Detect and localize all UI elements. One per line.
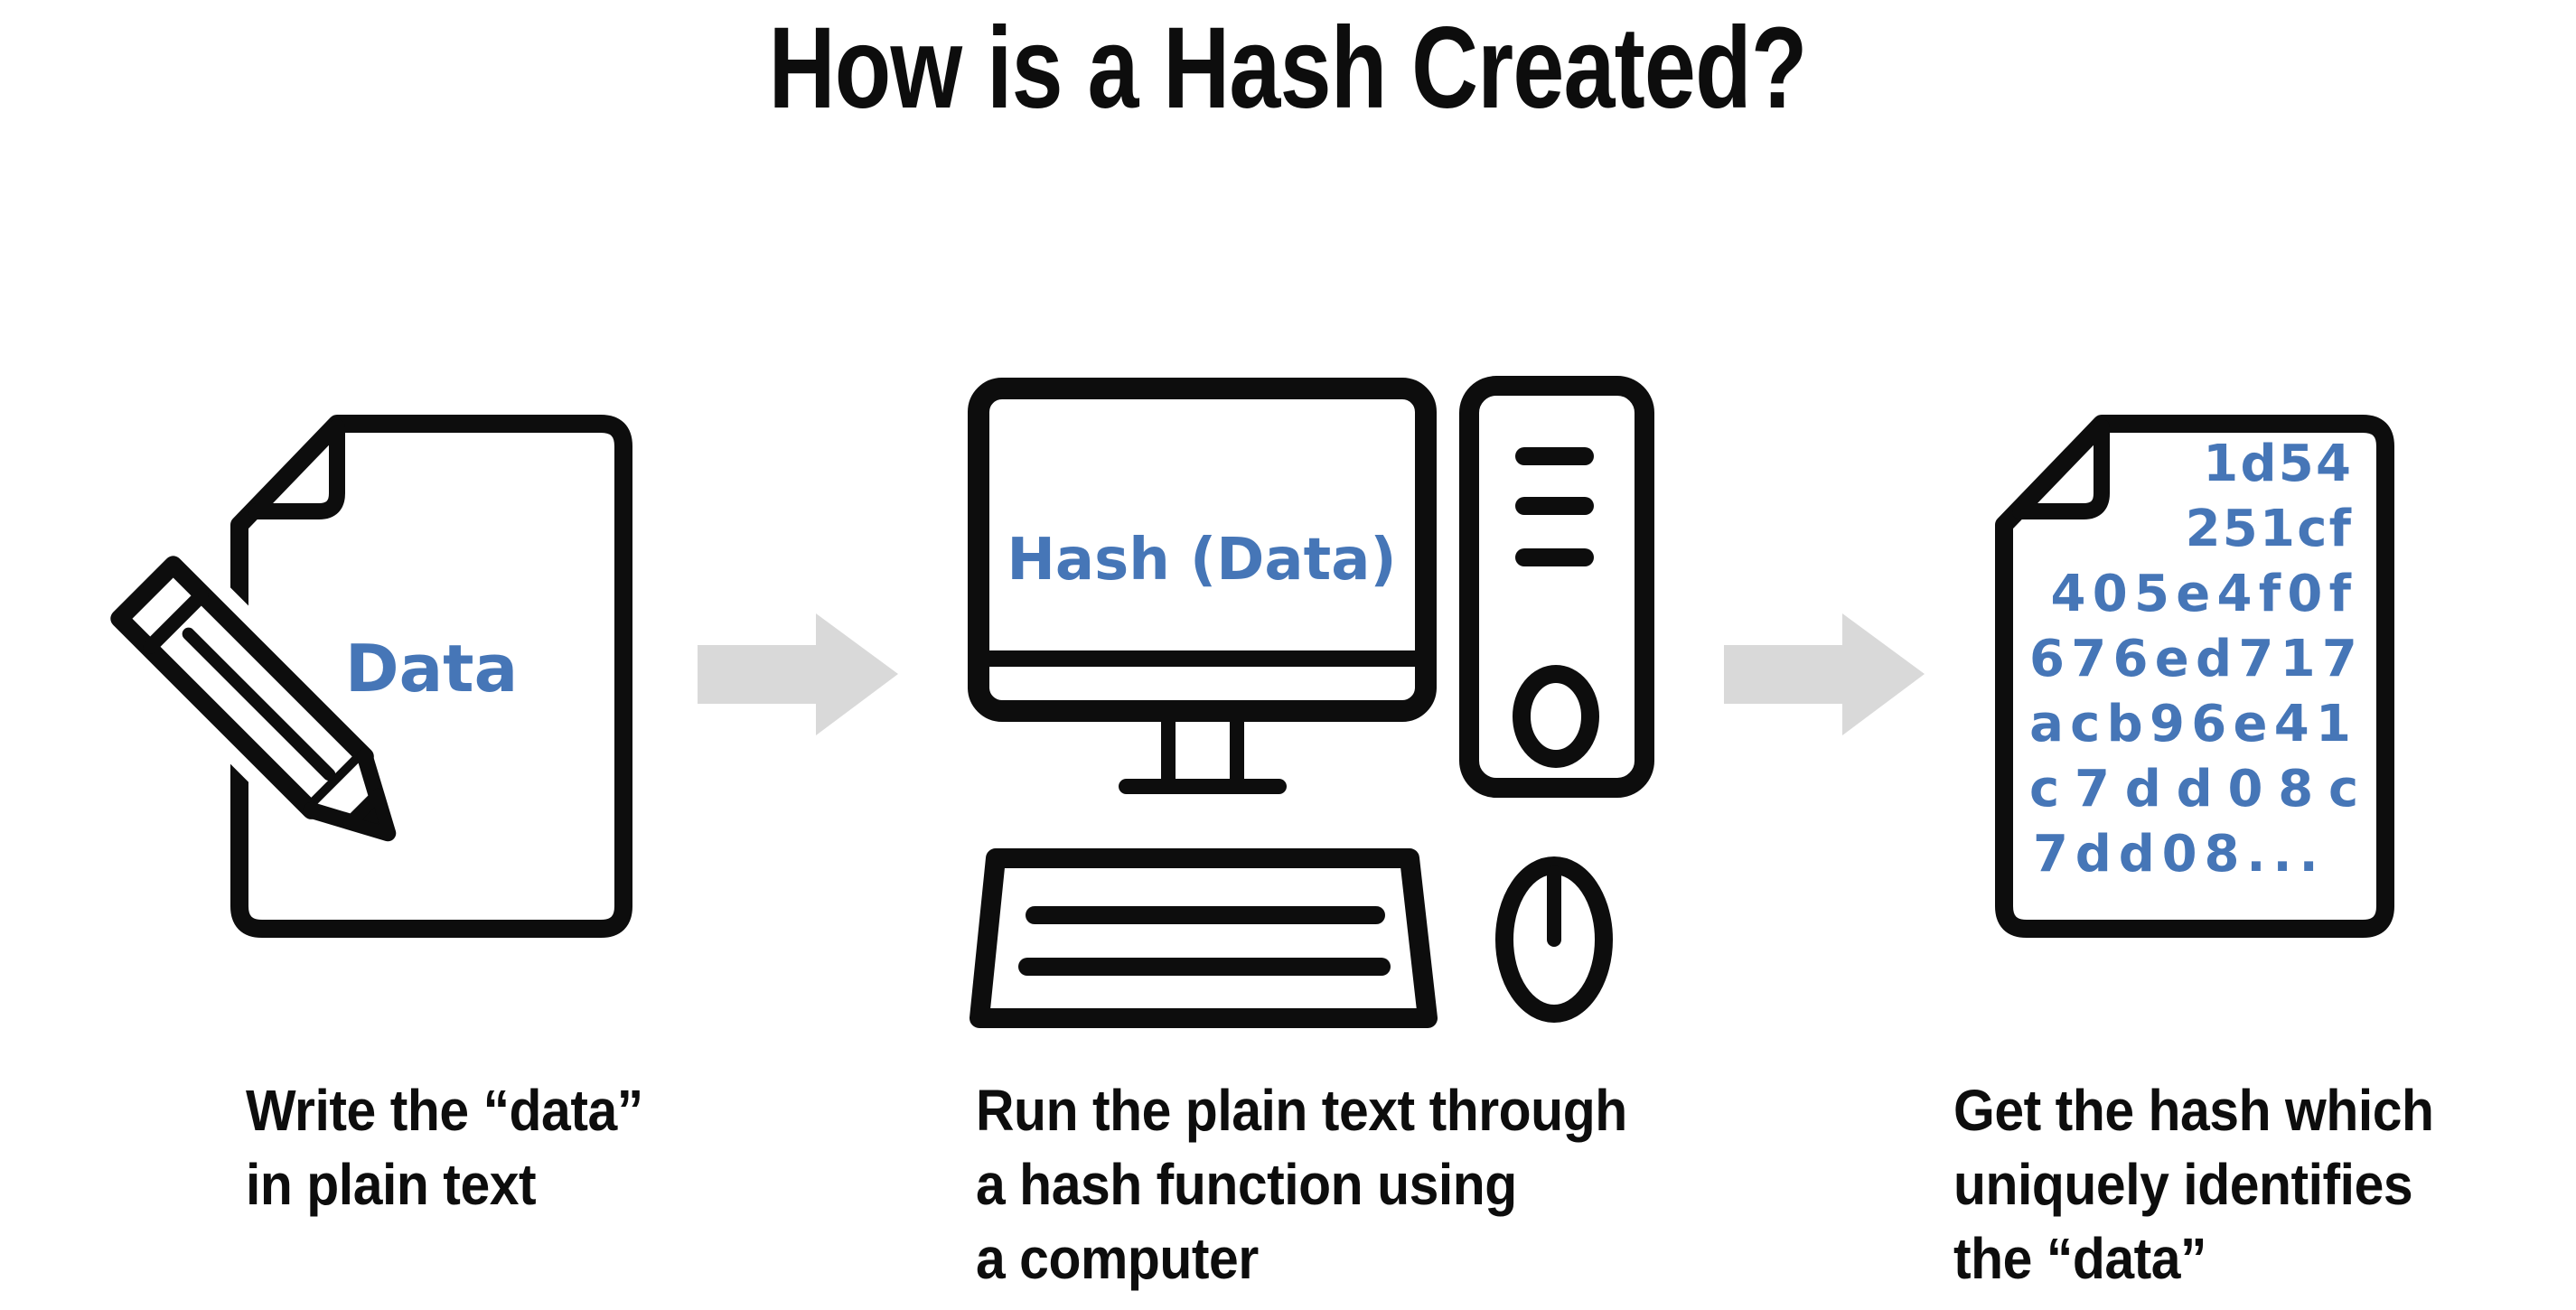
hash-line: 251cf [2185, 500, 2354, 558]
caption-line: Write the “data” [246, 1078, 643, 1143]
tower-vent-1 [1515, 447, 1594, 465]
desktop-computer-icon [968, 376, 1654, 1028]
caption-line: the “data” [1953, 1226, 2207, 1291]
pencil-document-icon [108, 415, 632, 938]
step-3-caption: Get the hash which uniquely identifies t… [1953, 1073, 2476, 1296]
document-fold-flap [2012, 419, 2110, 519]
step-1-caption: Write the “data” in plain text [246, 1073, 678, 1221]
keyboard-outline [970, 848, 1438, 1028]
pencil-center-line [182, 627, 336, 781]
hash-document-icon [1995, 415, 2394, 938]
tower-power-button [1513, 665, 1599, 768]
tower-outline [1459, 376, 1654, 798]
pencil-nib [342, 788, 395, 840]
step-2-caption: Run the plain text through a hash functi… [976, 1073, 1683, 1296]
hash-output-text: 1d54 251cf 405e4f0f 676ed717 acb96e41 c7… [2029, 432, 2358, 887]
hash-function-call-label: Hash (Data) [1007, 527, 1397, 594]
hash-line: 7dd08... [2033, 825, 2326, 884]
hash-line: 405e4f0f [2050, 565, 2358, 623]
caption-line: uniquely identifies [1953, 1152, 2413, 1217]
caption-line: a computer [976, 1226, 1259, 1291]
pencil-cap-line [143, 588, 209, 654]
document-fold-flap [248, 419, 345, 519]
caption-line: Get the hash which [1953, 1078, 2434, 1143]
tower-vent-3 [1515, 548, 1594, 566]
page-title: How is a Hash Created? [0, 2, 2576, 135]
hash-line: c7dd08c [2029, 760, 2375, 819]
page-title-text: How is a Hash Created? [769, 4, 1808, 133]
caption-line: Run the plain text through [976, 1078, 1627, 1143]
monitor-stand-base [1119, 779, 1287, 794]
caption-line: a hash function using [976, 1152, 1517, 1217]
caption-line: in plain text [246, 1152, 537, 1217]
tower-vent-2 [1515, 497, 1594, 515]
monitor-stand-column [1161, 711, 1244, 779]
arrow-right-icon [1724, 613, 1925, 735]
document-outline [1995, 415, 2394, 938]
data-text-label: Data [344, 631, 519, 706]
hash-line: 1d54 [2203, 435, 2354, 493]
hash-line: acb96e41 [2029, 695, 2358, 753]
monitor-frame [968, 378, 1437, 722]
hash-line: 676ed717 [2029, 630, 2365, 688]
pencil-icon [108, 540, 413, 858]
arrow-right-icon [698, 613, 898, 735]
